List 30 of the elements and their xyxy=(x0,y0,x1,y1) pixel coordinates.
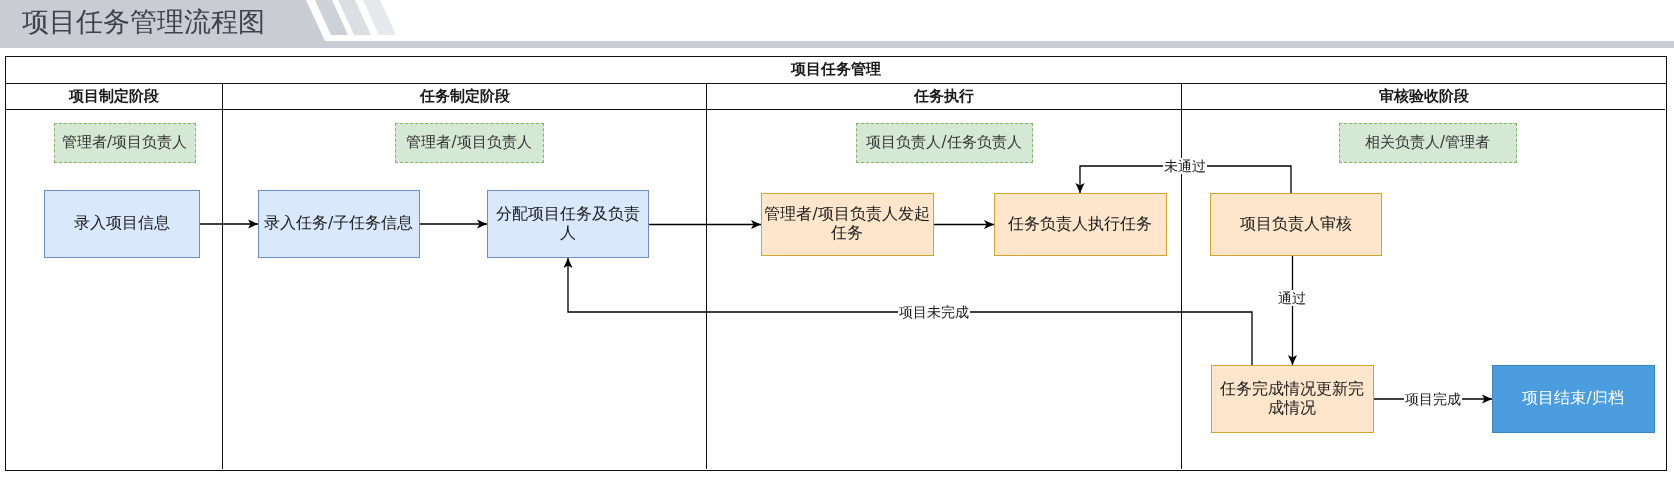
arrow xyxy=(199,219,259,229)
process-box: 管理者/项目负责人发起任务 xyxy=(760,192,934,256)
process-box: 录入任务/子任务信息 xyxy=(257,189,420,258)
page-title: 项目任务管理流程图 xyxy=(22,5,265,39)
process-box: 项目负责人审核 xyxy=(1209,192,1382,256)
end-box: 项目结束/归档 xyxy=(1491,364,1655,433)
lane-header: 审核验收阶段 xyxy=(1182,83,1665,110)
lane-header: 项目制定阶段 xyxy=(6,83,222,110)
lane-header: 任务执行 xyxy=(707,83,1181,110)
edge-label: 项目未完成 xyxy=(898,304,970,320)
lane-header: 任务制定阶段 xyxy=(223,83,706,110)
pool-header: 项目任务管理 xyxy=(6,57,1666,84)
swimlane-lane xyxy=(6,83,223,469)
role-box: 相关负责人/管理者 xyxy=(1338,122,1517,163)
role-box: 管理者/项目负责人 xyxy=(394,122,544,163)
arrow xyxy=(563,257,1253,366)
role-box: 项目负责人/任务负责人 xyxy=(855,122,1033,163)
edge-label: 项目完成 xyxy=(1404,391,1462,407)
process-box: 分配项目任务及负责人 xyxy=(486,189,649,258)
edge-label: 未通过 xyxy=(1163,158,1207,174)
swimlane-lane xyxy=(223,83,707,469)
edge-label: 通过 xyxy=(1277,290,1307,306)
arrow xyxy=(419,219,488,229)
arrow xyxy=(648,220,762,229)
arrow xyxy=(933,220,995,229)
process-box: 录入项目信息 xyxy=(43,189,200,258)
process-box: 任务完成情况更新完成情况 xyxy=(1210,364,1374,433)
role-box: 管理者/项目负责人 xyxy=(53,122,196,163)
swimlane-pool xyxy=(5,56,1667,471)
process-box: 任务负责人执行任务 xyxy=(993,192,1167,256)
